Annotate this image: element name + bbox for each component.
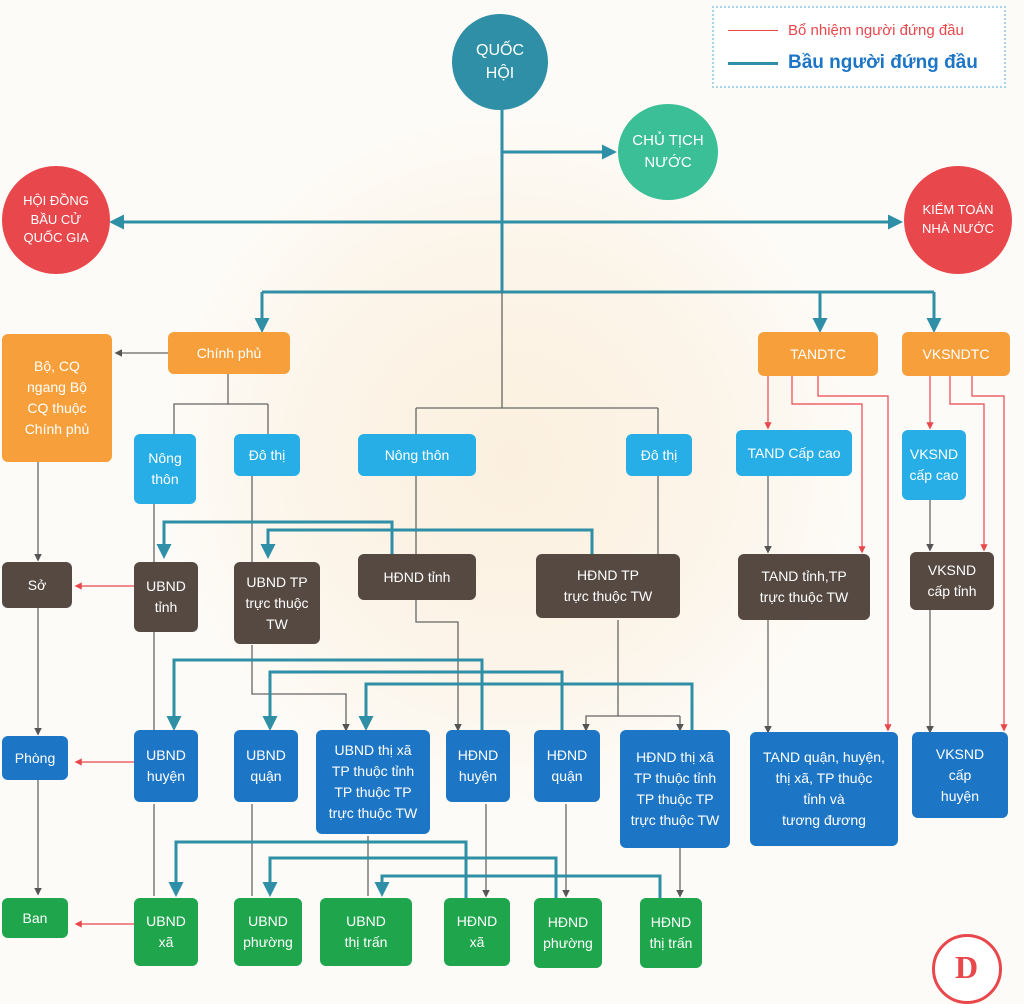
node-vksnd-cap-cao: VKSND cấp cao — [902, 430, 966, 500]
node-ubnd-huyen: UBND huyện — [134, 730, 198, 802]
legend-elect-label: Bầu người đứng đầu — [788, 52, 978, 73]
publisher-logo: D — [932, 934, 1002, 1004]
node-tandtc: TANDTC — [758, 332, 878, 376]
node-vksndtc: VKSNDTC — [902, 332, 1010, 376]
node-hdnd-huyen: HĐND huyện — [446, 730, 510, 802]
node-bo-cq: Bộ, CQ ngang Bộ CQ thuộc Chính phủ — [2, 334, 112, 462]
node-hdnd-phuong: HĐND phường — [534, 898, 602, 968]
node-do-thi-2: Đô thị — [626, 434, 692, 476]
node-ubnd-xa: UBND xã — [134, 898, 198, 966]
node-hdnd-xa: HĐND xã — [444, 898, 510, 966]
node-do-thi-1: Đô thị — [234, 434, 300, 476]
node-ubnd-thi-tran: UBND thị trấn — [320, 898, 412, 966]
connector-lines — [34, 108, 1008, 928]
node-hdnd-quan: HĐND quận — [534, 730, 600, 802]
node-hdnd-tp-tw: HĐND TP trực thuộc TW — [536, 554, 680, 618]
legend-appoint-label: Bổ nhiệm người đứng đầu — [788, 22, 964, 39]
node-phong: Phòng — [2, 736, 68, 780]
legend-appoint-row: Bổ nhiệm người đứng đầu — [728, 22, 964, 39]
node-hoi-dong-bau-cu: HỘI ĐỒNG BẦU CỬ QUỐC GIA — [2, 166, 110, 274]
node-tand-quan: TAND quận, huyện, thị xã, TP thuộc tỉnh … — [750, 732, 898, 846]
node-ubnd-tp-tw: UBND TP trực thuộc TW — [234, 562, 320, 644]
node-ubnd-phuong: UBND phường — [234, 898, 302, 966]
node-quoc-hoi: QUỐC HỘI — [452, 14, 548, 110]
legend-appoint-line — [728, 30, 778, 31]
logo-letter: D — [955, 949, 979, 985]
node-ubnd-thi-xa: UBND thị xã TP thuộc tỉnh TP thuộc TP tr… — [316, 730, 430, 834]
node-vksnd-tinh: VKSND cấp tỉnh — [910, 552, 994, 610]
node-nong-thon-2: Nông thôn — [358, 434, 476, 476]
legend-elect-line — [728, 61, 778, 65]
node-chinh-phu: Chính phủ — [168, 332, 290, 374]
legend: Bổ nhiệm người đứng đầu Bầu người đứng đ… — [712, 6, 1006, 88]
node-chu-tich-nuoc: CHỦ TỊCH NƯỚC — [618, 104, 718, 200]
node-tand-cap-cao: TAND Cấp cao — [736, 430, 852, 476]
node-ubnd-quan: UBND quận — [234, 730, 298, 802]
node-ubnd-tinh: UBND tỉnh — [134, 562, 198, 632]
legend-elect-row: Bầu người đứng đầu — [728, 52, 978, 74]
node-vksnd-huyen: VKSND cấp huyện — [912, 732, 1008, 818]
node-ban: Ban — [2, 898, 68, 938]
node-nong-thon-1: Nông thôn — [134, 434, 196, 504]
node-hdnd-thi-tran: HĐND thị trấn — [640, 898, 702, 968]
node-so: Sở — [2, 562, 72, 608]
node-hdnd-thi-xa: HĐND thị xã TP thuộc tỉnh TP thuộc TP tr… — [620, 730, 730, 848]
node-hdnd-tinh: HĐND tỉnh — [358, 554, 476, 600]
node-tand-tinh: TAND tỉnh,TP trực thuộc TW — [738, 554, 870, 620]
node-kiem-toan: KIỂM TOÁN NHÀ NƯỚC — [904, 166, 1012, 274]
